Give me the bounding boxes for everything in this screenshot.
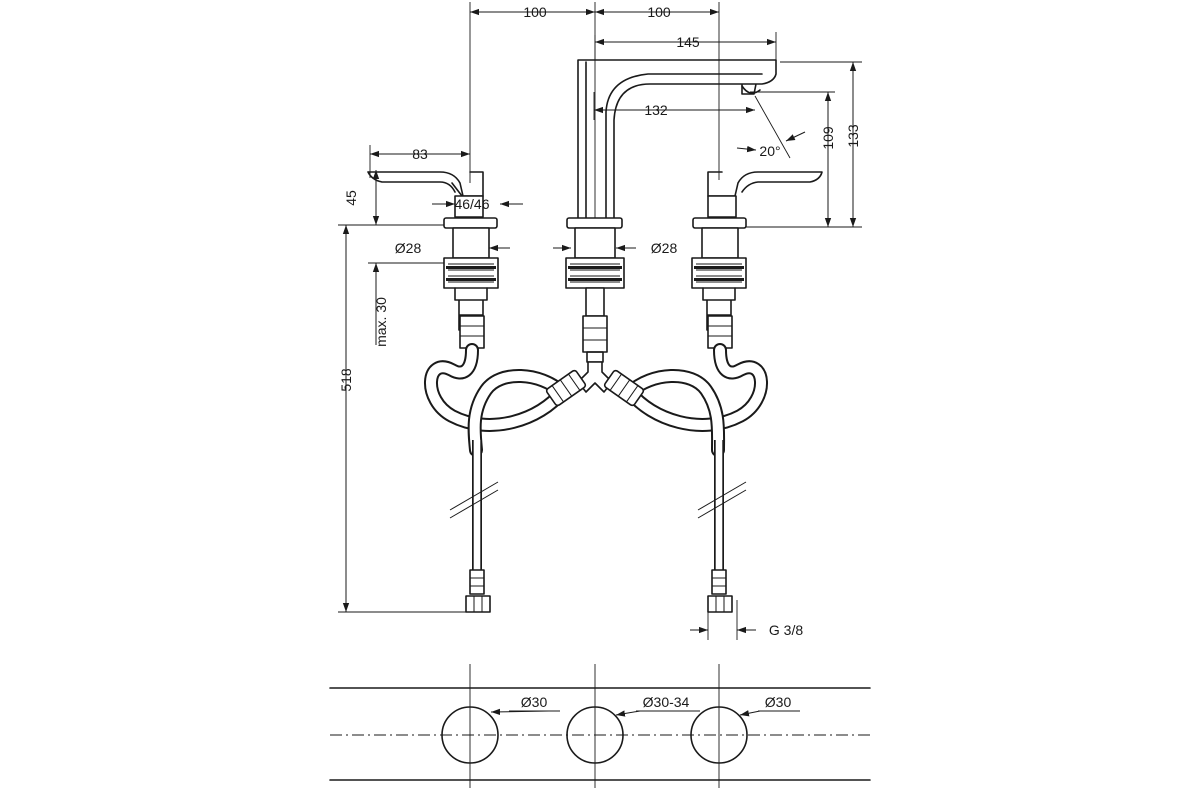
dimension-labels: 100 100 145 83 132 20° 109 133 45 46/46 … (338, 4, 861, 710)
left-nut-ribs (446, 263, 496, 283)
center-y-connector (545, 361, 645, 407)
hole-label-right: Ø30 (765, 694, 792, 710)
right-bottom-fitting (707, 569, 733, 613)
left-cartridge-fitting (459, 315, 485, 349)
left-handle-body (454, 195, 484, 218)
right-nut-ribs (694, 263, 744, 283)
hole-label-left: Ø30 (521, 694, 548, 710)
spout-mount-nut (565, 257, 625, 289)
dim-20deg: 20° (759, 143, 780, 159)
dim-46-46: 46/46 (454, 196, 489, 212)
left-hole (441, 706, 499, 764)
extension-lines (338, 2, 862, 788)
dim-28-center: Ø28 (651, 240, 678, 256)
left-mount-nut (443, 257, 499, 289)
center-hole (566, 706, 624, 764)
right-hole (690, 706, 748, 764)
right-handle-valve (691, 171, 823, 349)
dim-angle-arrow-b (785, 131, 806, 142)
left-hex-nut (465, 595, 491, 613)
left-hose (424, 343, 569, 575)
dim-angle-arrow-a (736, 145, 757, 153)
dim-100-left: 100 (523, 4, 547, 20)
dim-45: 45 (343, 190, 359, 206)
right-lever-handle (707, 171, 823, 197)
left-valve-rosette (443, 217, 498, 229)
dim-83: 83 (412, 146, 428, 162)
spout-body (577, 59, 777, 219)
center-spout (565, 59, 777, 363)
dim-132: 132 (644, 102, 668, 118)
dim-145: 145 (676, 34, 700, 50)
spout-fitting (582, 315, 608, 353)
right-mount-nut (691, 257, 747, 289)
break-marks (449, 481, 747, 519)
left-lever-handle (367, 171, 484, 197)
dim-109: 109 (820, 126, 836, 150)
hole-label-center: Ø30-34 (643, 694, 690, 710)
left-bottom-fitting (465, 569, 491, 613)
dim-100-right: 100 (647, 4, 671, 20)
right-hex-nut (707, 595, 733, 613)
left-handle-valve (367, 171, 499, 349)
spout-connector (585, 287, 605, 317)
center-hole-leader (615, 710, 641, 717)
right-hole-leader (739, 710, 761, 717)
right-handle-body (707, 195, 737, 218)
dim-133: 133 (845, 124, 861, 148)
dim-max30: max. 30 (373, 297, 389, 347)
spout-rosette (566, 217, 623, 229)
dim-28-left: Ø28 (395, 240, 422, 256)
dimension-lines (342, 8, 857, 634)
spout-nut-ribs (568, 263, 622, 283)
dim-518: 518 (338, 368, 354, 392)
dim-g38: G 3/8 (769, 622, 803, 638)
right-hose (623, 343, 768, 575)
deck-hole-plan (329, 687, 871, 781)
right-valve-rosette (692, 217, 747, 229)
